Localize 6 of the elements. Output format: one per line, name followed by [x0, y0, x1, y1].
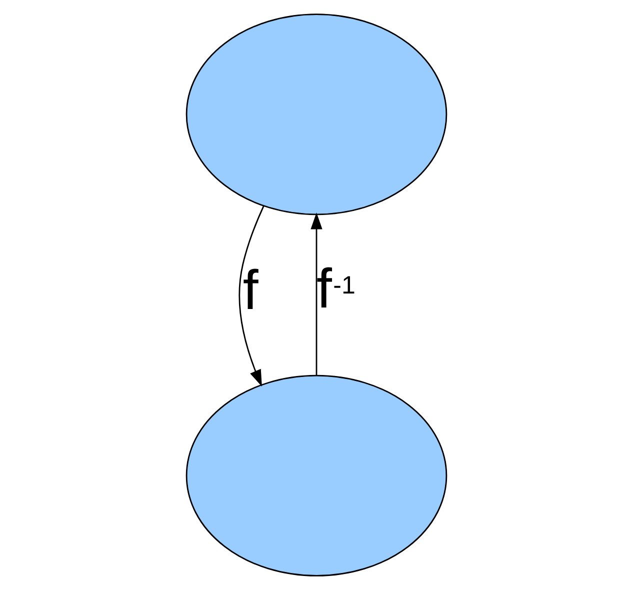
node-cloud: [186, 14, 448, 216]
arrow: [310, 212, 322, 376]
node-cloud: [186, 374, 448, 576]
edge-label: f$^{-1}$: [316, 258, 356, 320]
arrow: [238, 206, 264, 387]
edge-label: f: [242, 258, 258, 321]
